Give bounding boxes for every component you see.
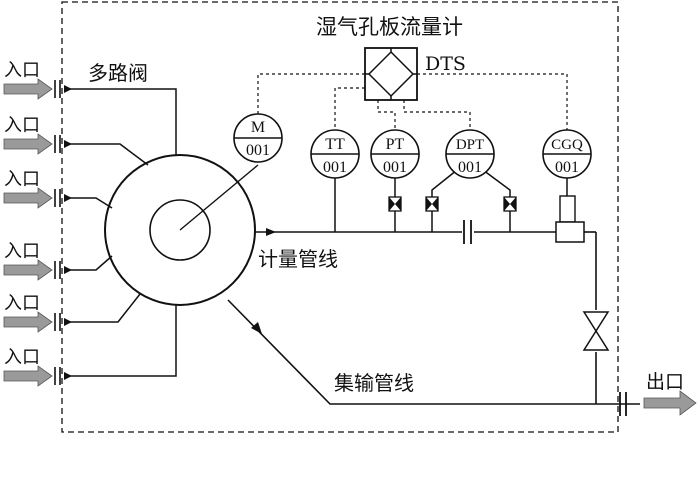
instrument-tt-number: 001 bbox=[323, 159, 347, 176]
instrument-cgq-tag: CGQ bbox=[551, 137, 583, 153]
instrument-m-tag: M bbox=[251, 119, 265, 136]
meter-title: 湿气孔板流量计 bbox=[316, 15, 463, 39]
instrument-tt-tag: TT bbox=[325, 136, 345, 153]
inlet-piping bbox=[64, 88, 177, 377]
dts-unit bbox=[364, 47, 418, 101]
inlet-label-4: 入口 bbox=[4, 241, 40, 262]
signal-lines bbox=[257, 73, 568, 130]
inlet-label-3: 入口 bbox=[4, 169, 40, 190]
instrument-tt bbox=[310, 129, 360, 232]
outlet-block-arrow bbox=[643, 390, 697, 416]
inlet-block-arrows bbox=[3, 78, 53, 387]
control-valve bbox=[582, 311, 610, 351]
instrument-dpt-number: 001 bbox=[458, 159, 482, 176]
instrument-dpt bbox=[425, 129, 517, 232]
multiport-valve bbox=[104, 154, 259, 306]
valve-label: 多路阀 bbox=[88, 61, 148, 85]
instrument-pt bbox=[370, 129, 420, 232]
inlet-flanges bbox=[54, 80, 61, 385]
instrument-cgq bbox=[542, 129, 592, 243]
gathering-line bbox=[227, 299, 640, 405]
instrument-m bbox=[233, 113, 283, 163]
gathering-line-arrow bbox=[251, 322, 262, 334]
instrument-cgq-number: 001 bbox=[555, 159, 579, 176]
metering-line bbox=[255, 231, 597, 404]
metering-line-arrow bbox=[266, 228, 276, 236]
inlet-label-6: 入口 bbox=[4, 347, 40, 368]
inlet-arrowheads bbox=[64, 85, 72, 380]
outlet-label: 出口 bbox=[646, 371, 684, 393]
instrument-pt-number: 001 bbox=[383, 159, 407, 176]
system-boundary bbox=[61, 1, 619, 433]
instrument-pt-tag: PT bbox=[386, 136, 405, 153]
metering-line-label: 计量管线 bbox=[258, 247, 338, 271]
inlet-label-5: 入口 bbox=[4, 293, 40, 314]
instrument-dpt-tag: DPT bbox=[456, 137, 484, 153]
gathering-line-label: 集输管线 bbox=[334, 371, 414, 395]
orifice-plate bbox=[463, 220, 472, 244]
inlet-label-2: 入口 bbox=[4, 115, 40, 136]
dts-label: DTS bbox=[425, 53, 466, 75]
outlet-flange bbox=[619, 392, 627, 416]
inlet-label-1: 入口 bbox=[4, 60, 40, 81]
instrument-m-number: 001 bbox=[246, 142, 270, 159]
